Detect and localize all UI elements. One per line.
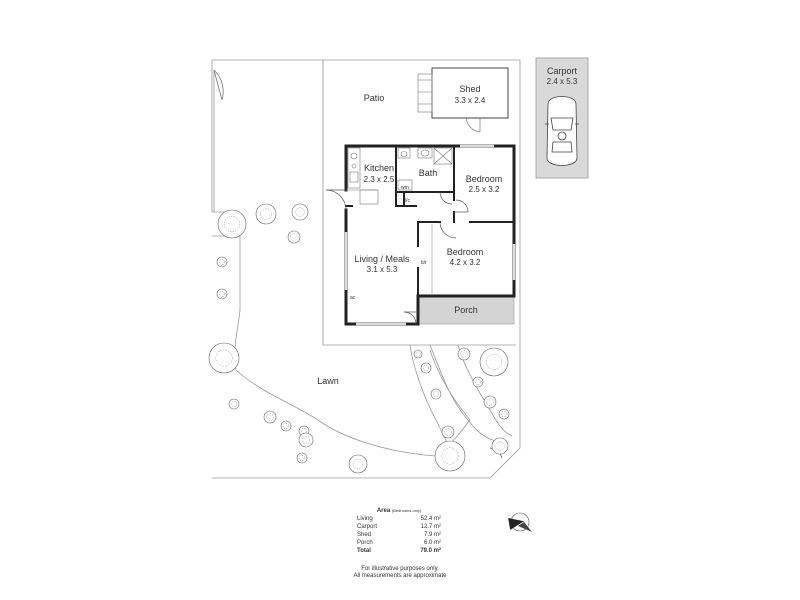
tree-icon (348, 454, 368, 474)
tree-icon (441, 425, 455, 439)
area-row: Carport 12.7 m² (351, 523, 447, 531)
tree-icon (434, 440, 466, 472)
tree-icon (413, 349, 423, 359)
tree-icon (217, 209, 247, 239)
bedroom2-label: Bedroom (447, 247, 484, 257)
doors (325, 189, 503, 459)
bedroom1-label: Bedroom (466, 174, 503, 184)
tree-icon (498, 408, 510, 420)
carport-dims: 2.4 x 5.3 (547, 77, 578, 86)
carport: Carport 2.4 x 5.3 (535, 57, 589, 179)
ac-label: ac (350, 295, 356, 301)
area-row: Living 52.4 m² (351, 515, 447, 523)
patio-label: Patio (364, 93, 385, 103)
kitchen-label: Kitchen (364, 163, 394, 173)
area-title: Area (Bedrooms only) (376, 508, 422, 514)
north-arrow-icon (508, 512, 532, 532)
area-row: Porch 6.0 m² (351, 539, 447, 547)
disclaimer-line-2: All measurements are approximate (353, 573, 447, 579)
tree-icon (255, 203, 277, 225)
tree-icon (216, 256, 228, 268)
linen-label: l/c (405, 198, 411, 204)
gate (213, 69, 224, 101)
windows (344, 144, 516, 326)
tree-icon (491, 437, 509, 455)
area-total-row: Total 79.0 m² (351, 547, 447, 555)
robe-label: b/r (421, 260, 427, 266)
wm-label: wm (401, 185, 409, 191)
area-row-value: 52.4 m² (420, 516, 441, 522)
lawn-label: Lawn (317, 376, 339, 386)
interior-walls (345, 145, 515, 297)
trees (208, 203, 510, 474)
bath-label: Bath (419, 168, 438, 178)
tree-icon (216, 288, 228, 300)
bath-fixtures (397, 147, 453, 191)
kitchen-fixtures (346, 147, 379, 205)
tree-icon (280, 420, 292, 432)
window-frames (344, 144, 516, 326)
tree-icon (263, 410, 277, 424)
tree-icon (479, 347, 509, 377)
tree-icon (208, 342, 240, 374)
area-row-label: Carport (357, 524, 378, 530)
area-total-label: Total (357, 548, 371, 554)
tree-icon (291, 203, 309, 221)
shed: Shed 3.3 x 2.4 (417, 67, 509, 133)
area-row-value: 7.9 m² (423, 532, 441, 538)
area-row-label: Shed (357, 532, 372, 538)
tree-icon (457, 347, 471, 361)
shed-dims: 3.3 x 2.4 (455, 96, 486, 105)
carport-label: Carport (547, 66, 578, 76)
area-row-value: 12.7 m² (420, 524, 441, 530)
living-dims: 3.1 x 5.3 (367, 265, 398, 274)
bedroom1-dims: 2.5 x 3.2 (469, 185, 500, 194)
tree-icon (430, 388, 442, 400)
kitchen-dims: 2.3 x 2.5 (364, 175, 395, 184)
bedroom2-dims: 4.2 x 3.2 (450, 258, 481, 267)
tree-icon (472, 376, 484, 388)
tree-icon (287, 230, 301, 244)
disclaimer: For illustrative purposes only. All meas… (330, 566, 470, 580)
area-row: Shed 7.9 m² (351, 531, 447, 539)
area-row-label: Living (357, 516, 373, 522)
tree-icon (420, 362, 432, 374)
shed-label: Shed (459, 84, 480, 94)
car-icon (545, 96, 579, 166)
porch (417, 295, 515, 325)
tree-icon (483, 395, 497, 409)
area-row-label: Porch (357, 540, 373, 546)
living-label: Living / Meals (354, 254, 410, 264)
porch-label: Porch (454, 305, 478, 315)
area-total-value: 79.0 m² (420, 548, 441, 554)
tree-icon (296, 452, 308, 464)
tree-icon (298, 432, 314, 448)
tree-icon (228, 398, 240, 410)
disclaimer-line-1: For illustrative purposes only. (361, 566, 439, 572)
area-row-value: 6.0 m² (423, 540, 441, 546)
